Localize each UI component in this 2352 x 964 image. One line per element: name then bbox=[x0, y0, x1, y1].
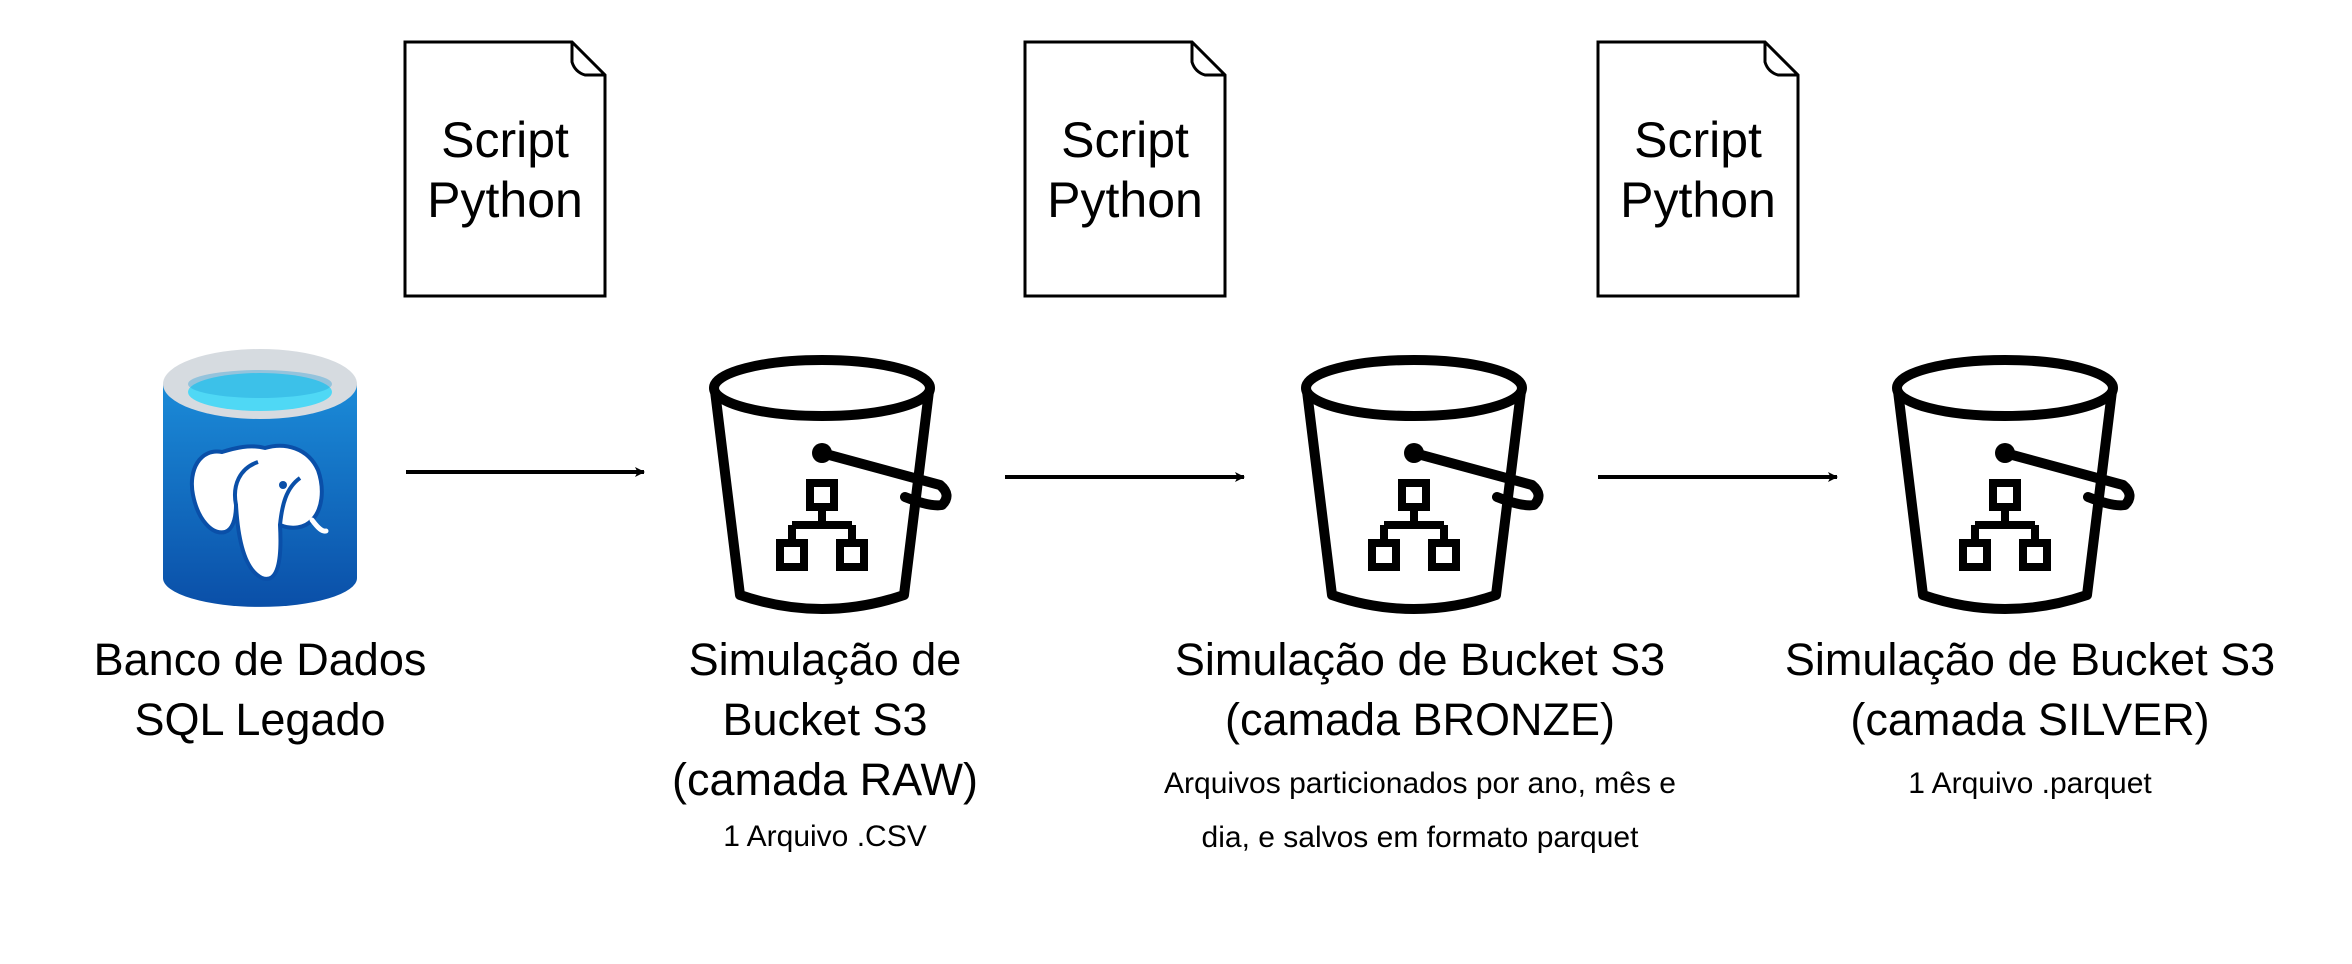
node-title-raw: Simulação de Bucket S3 (camada RAW) bbox=[672, 634, 978, 805]
script-label-3: Script Python bbox=[1620, 112, 1776, 228]
node-title-bronze: Simulação de Bucket S3 (camada BRONZE) bbox=[1174, 634, 1666, 745]
node-note-silver: 1 Arquivo .parquet bbox=[1908, 767, 2152, 800]
script-label-2: Script Python bbox=[1047, 112, 1203, 228]
node-note-bronze: Arquivos particionados por ano, mês e di… bbox=[1164, 767, 1676, 854]
script-document-3 bbox=[1596, 40, 1800, 298]
node-title-silver: Simulação de Bucket S3 (camada SILVER) bbox=[1784, 634, 2276, 745]
node-note-raw: 1 Arquivo .CSV bbox=[723, 820, 927, 853]
script-label-1: Script Python bbox=[427, 112, 583, 228]
s3-bucket-icon-bronze bbox=[1301, 355, 1544, 614]
postgresql-database-icon bbox=[163, 349, 357, 607]
node-title-database: Banco de Dados SQL Legado bbox=[93, 634, 427, 745]
s3-bucket-icon-raw bbox=[709, 355, 952, 614]
script-document-2 bbox=[1023, 40, 1227, 298]
s3-bucket-icon-silver bbox=[1892, 355, 2135, 614]
script-document-1 bbox=[403, 40, 607, 298]
